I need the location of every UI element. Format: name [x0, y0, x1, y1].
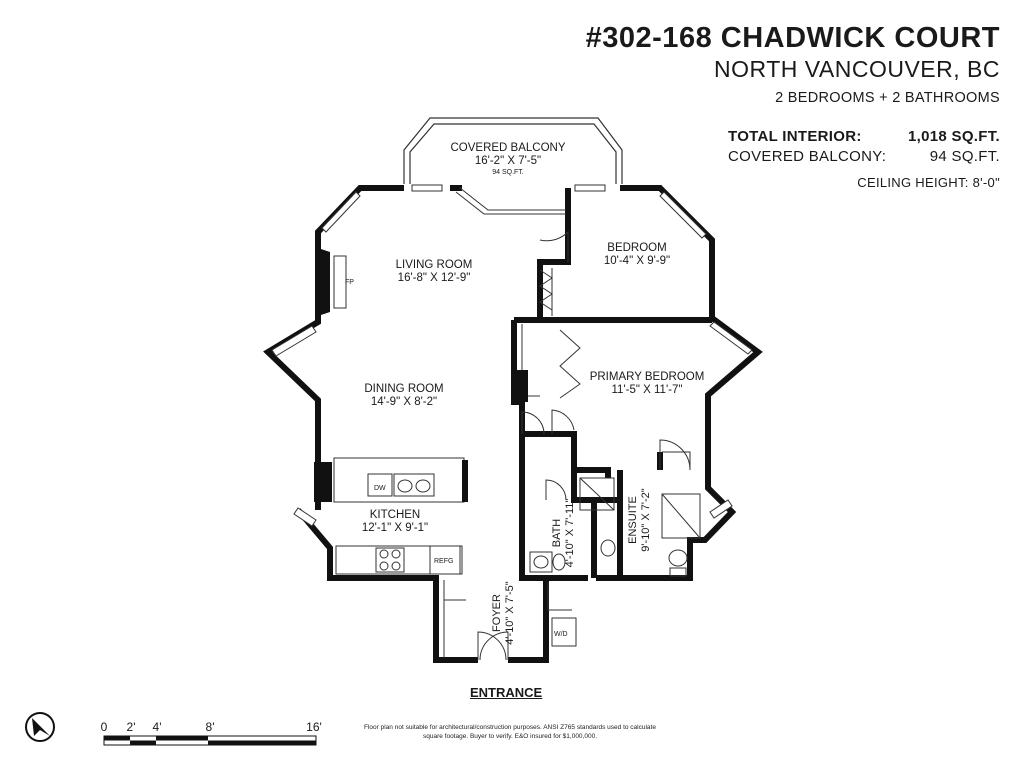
- windows: [271, 184, 753, 527]
- fridge-label: REFG: [434, 558, 453, 565]
- ceiling-height: CEILING HEIGHT: 8'-0": [857, 175, 1000, 190]
- room-dims-covered-balcony: 16'-2" X 7'-5": [475, 155, 541, 167]
- island-end: [462, 460, 468, 502]
- room-dims-dining: 14'-9" X 8'-2": [371, 396, 437, 408]
- scale-label-16: 16': [306, 720, 322, 734]
- room-dims-living: 16'-8" X 12'-9": [398, 272, 471, 284]
- balcony-outline: [403, 117, 623, 184]
- scale-label-4: 4': [153, 720, 162, 734]
- room-dims-kitchen: 12'-1" X 9'-1": [362, 522, 428, 534]
- room-name-living: LIVING ROOM: [396, 259, 473, 271]
- disclaimer: Floor plan not suitable for architectura…: [364, 724, 656, 740]
- primary-closet-block: [514, 370, 528, 402]
- room-name-primary-bedroom: PRIMARY BEDROOM: [590, 371, 705, 383]
- scale-bar: 0 2' 4' 8' 16': [101, 720, 322, 746]
- room-dims-foyer: 4'-10" X 7'-5": [504, 581, 516, 644]
- room-name-bath: BATH: [551, 519, 563, 548]
- fireplace: FP: [318, 248, 354, 316]
- room-dims-bath: 4'-10" X 7'-11": [564, 499, 576, 568]
- total-interior-label: TOTAL INTERIOR:: [728, 128, 862, 145]
- room-area-covered-balcony: 94 SQ.FT.: [492, 169, 524, 176]
- room-name-dining: DINING ROOM: [364, 383, 443, 395]
- bath-fixtures: [529, 477, 701, 647]
- property-city: NORTH VANCOUVER, BC: [714, 56, 1000, 82]
- scale-label-0: 0: [101, 720, 108, 734]
- dishwasher-label: DW: [374, 485, 386, 492]
- door-swings: [477, 230, 691, 661]
- kitchen-island: [333, 457, 465, 503]
- rooms-summary: 2 BEDROOMS + 2 BATHROOMS: [775, 90, 1000, 106]
- covered-balcony-label: COVERED BALCONY:: [728, 148, 887, 165]
- room-name-covered-balcony: COVERED BALCONY: [450, 142, 565, 154]
- room-dims-bedroom: 10'-4" X 9'-9": [604, 255, 670, 267]
- fireplace-label: FP: [345, 279, 354, 286]
- property-address: #302-168 CHADWICK COURT: [585, 22, 1000, 54]
- total-interior-value: 1,018 SQ.FT.: [908, 128, 1000, 145]
- room-name-foyer: FOYER: [491, 594, 503, 632]
- scale-label-2: 2': [127, 720, 136, 734]
- room-labels: COVERED BALCONY 16'-2" X 7'-5" 94 SQ.FT.…: [362, 142, 704, 534]
- balcony-slider: [455, 187, 566, 215]
- room-dims-ensuite: 9'-10" X 7'-2": [640, 488, 652, 551]
- room-name-bedroom: BEDROOM: [607, 242, 666, 254]
- wall-cabinet: [314, 462, 332, 502]
- kitchen-counter: [335, 545, 463, 575]
- room-name-ensuite: ENSUITE: [627, 496, 639, 544]
- north-arrow-icon: [25, 712, 55, 742]
- room-name-kitchen: KITCHEN: [370, 509, 420, 521]
- closets: [443, 268, 691, 658]
- room-dims-primary-bedroom: 11'-5" X 11'-7": [612, 384, 683, 396]
- washer-dryer-label: W/D: [554, 631, 568, 638]
- covered-balcony-value: 94 SQ.FT.: [929, 148, 1000, 165]
- entrance-label: ENTRANCE: [470, 685, 543, 700]
- scale-label-8: 8': [206, 720, 215, 734]
